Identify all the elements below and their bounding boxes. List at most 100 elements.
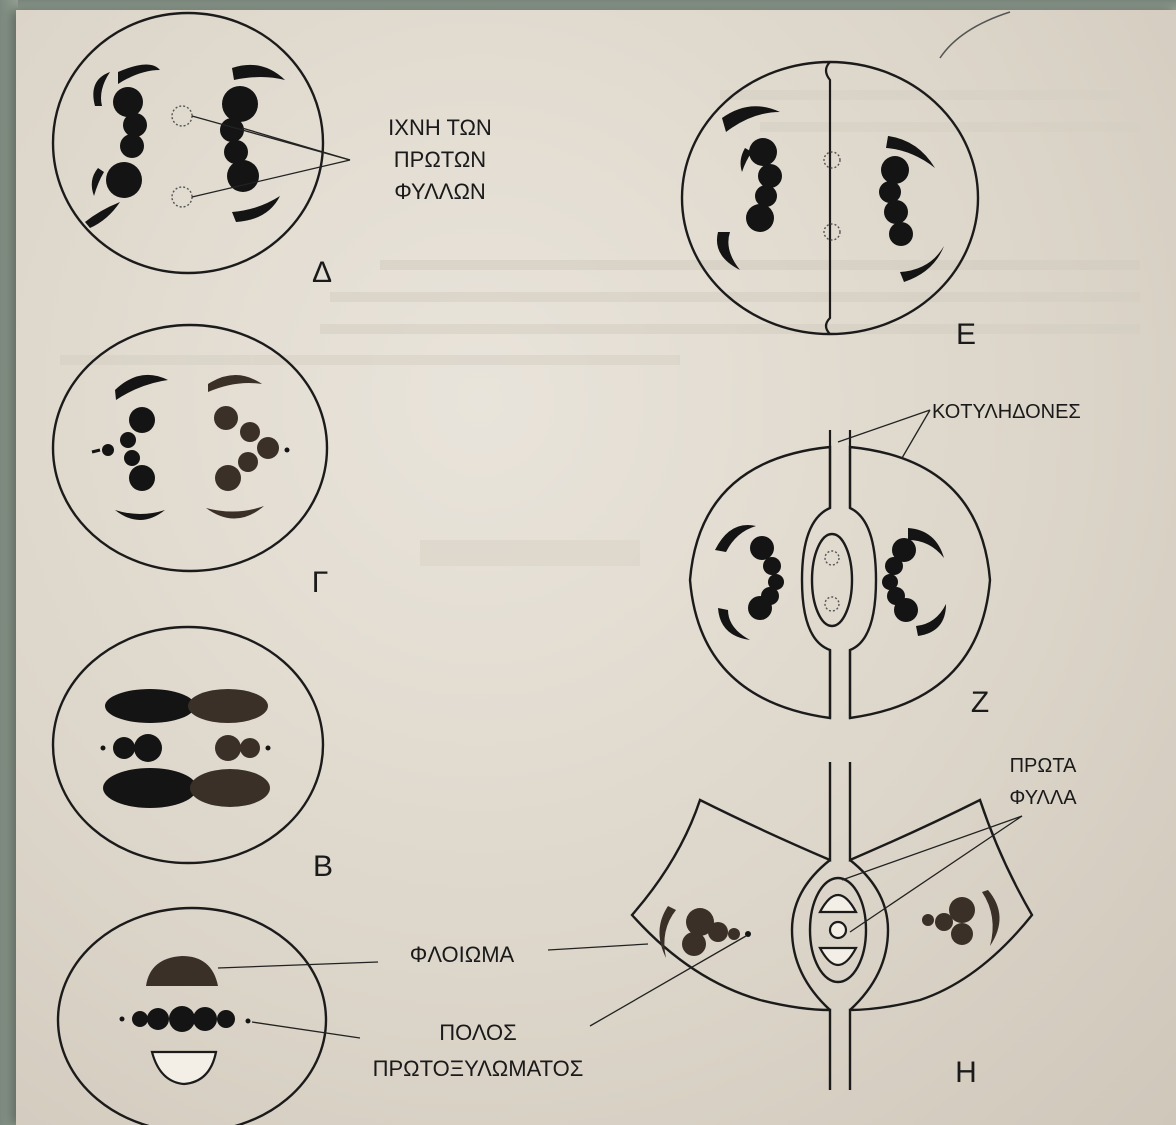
eta-xylem-r4 [922, 914, 934, 926]
panel-beta-letter: Β [313, 850, 333, 883]
panel-epsilon: Ε [682, 62, 978, 351]
alpha-phloem-lower-outline [152, 1052, 216, 1084]
label-protoxylem-pole-1: ΠΟΛΟΣ [439, 1020, 517, 1045]
beta-phloem-upper-left [105, 689, 195, 723]
leader-cotyledon-right [902, 410, 930, 458]
beta-protoxylem-right [266, 746, 271, 751]
gamma-xylem-l4 [124, 450, 140, 466]
eta-center-dot [830, 922, 846, 938]
pencil-mark [940, 12, 1010, 58]
delta-xylem-l2 [123, 113, 147, 137]
zeta-cap-upper-left [715, 525, 756, 552]
gamma-protoxylem-right [285, 448, 290, 453]
delta-leaf-trace-lower [172, 187, 192, 207]
alpha-xylem-5 [217, 1010, 235, 1028]
panel-gamma-letter: Γ [312, 566, 329, 599]
gamma-cap-upper-right [208, 375, 262, 392]
zeta-cotyledon-left [690, 447, 830, 718]
delta-xylem-l4 [106, 162, 142, 198]
zeta-xylem-r2 [885, 557, 903, 575]
gamma-protoxylem-left [92, 450, 100, 452]
beta-xylem-l2 [134, 734, 162, 762]
panel-delta-outline [53, 13, 323, 273]
delta-hook-left-bottom [92, 168, 104, 196]
gamma-xylem-l2 [120, 432, 136, 448]
epsilon-xylem-l3 [755, 185, 777, 207]
panel-eta: ΠΡΩΤΑ ΦΥΛΛΑ Η [632, 755, 1077, 1090]
gamma-xylem-r5 [215, 465, 241, 491]
label-first-leaves-1: ΠΡΩΤΑ [1010, 755, 1077, 777]
eta-cap-right [982, 890, 1000, 946]
zeta-leaf-trace-lower [825, 597, 839, 611]
epsilon-xylem-l2 [758, 164, 782, 188]
eta-xylem-r1 [949, 897, 975, 923]
alpha-phloem [146, 956, 218, 986]
leader-phloem-alpha [218, 962, 378, 968]
epsilon-xylem-r2 [879, 181, 901, 203]
gamma-xylem-r2 [240, 422, 260, 442]
beta-phloem-lower-right [190, 769, 270, 807]
delta-xylem-l1 [113, 87, 143, 117]
beta-phloem-lower-left [103, 768, 197, 808]
panel-beta: Β [53, 627, 333, 883]
epsilon-xylem-r4 [889, 222, 913, 246]
epsilon-hook-left [741, 148, 752, 172]
eta-xylem-l3 [708, 922, 728, 942]
gamma-cap-upper-left [115, 375, 168, 400]
zeta-xylem-l2 [763, 557, 781, 575]
gamma-xylem-r1 [214, 406, 238, 430]
gamma-cap-lower-left [115, 510, 165, 520]
zeta-xylem-r5 [894, 598, 918, 622]
epsilon-xylem-r1 [881, 156, 909, 184]
leader-leaf-trace-lower [192, 160, 350, 197]
panel-gamma: Γ [53, 325, 328, 599]
leader-first-leaves-upper [842, 816, 1022, 880]
zeta-xylem-l1 [750, 536, 774, 560]
delta-leaf-trace-upper [172, 106, 192, 126]
beta-xylem-r2 [240, 738, 260, 758]
label-first-leaf-traces-1: ΙΧΝΗ ΤΩΝ [388, 115, 492, 140]
eta-xylem-r3 [935, 913, 953, 931]
panel-delta-letter: Δ [312, 256, 332, 289]
gamma-xylem-r4 [238, 452, 258, 472]
eta-first-leaf-upper [820, 895, 856, 912]
label-first-leaves-2: ΦΥΛΛΑ [1009, 787, 1077, 809]
leader-cotyledon-left [838, 410, 930, 442]
panel-alpha: ΦΛΟΙΩΜΑ ΠΟΛΟΣ ΠΡΩΤΟΞΥΛΩΜΑΤΟΣ [58, 908, 746, 1125]
gamma-xylem-l5 [129, 465, 155, 491]
eta-xylem-r2 [951, 923, 973, 945]
beta-xylem-r1 [215, 735, 241, 761]
epsilon-xylem-l4 [746, 204, 774, 232]
epsilon-xylem-l1 [749, 138, 777, 166]
alpha-xylem-1 [132, 1011, 148, 1027]
panel-eta-letter: Η [955, 1056, 977, 1089]
label-first-leaf-traces-2: ΠΡΩΤΩΝ [394, 147, 486, 172]
alpha-xylem-2 [147, 1008, 169, 1030]
leader-leaf-trace-mid [242, 128, 350, 160]
alpha-xylem-4 [193, 1007, 217, 1031]
delta-phloem-cap-upper-right [232, 65, 285, 80]
delta-phloem-cap-lower-right [232, 196, 280, 222]
eta-first-leaf-lower [820, 948, 856, 965]
alpha-protoxylem-left [120, 1017, 125, 1022]
epsilon-leaf-trace-upper [824, 152, 840, 168]
beta-protoxylem-left [101, 746, 106, 751]
zeta-xylem-l5 [748, 596, 772, 620]
alpha-xylem-3 [169, 1006, 195, 1032]
gamma-cap-lower-right [206, 506, 264, 519]
alpha-protoxylem-right [246, 1019, 251, 1024]
eta-inner-right [850, 860, 888, 1010]
panel-zeta-letter: Ζ [971, 686, 989, 719]
delta-xylem-r1 [222, 86, 258, 122]
delta-phloem-cap-lower-left [85, 202, 120, 228]
epsilon-xylem-r3 [884, 200, 908, 224]
eta-xylem-l2 [682, 932, 706, 956]
label-phloem: ΦΛΟΙΩΜΑ [410, 942, 515, 967]
leader-protoxylem-alpha [252, 1022, 360, 1038]
gamma-xylem-l3 [102, 444, 114, 456]
zeta-center-ring [812, 534, 852, 626]
panel-beta-outline [53, 627, 323, 863]
label-cotyledons: ΚΟΤΥΛΗΔΟΝΕΣ [932, 401, 1081, 423]
